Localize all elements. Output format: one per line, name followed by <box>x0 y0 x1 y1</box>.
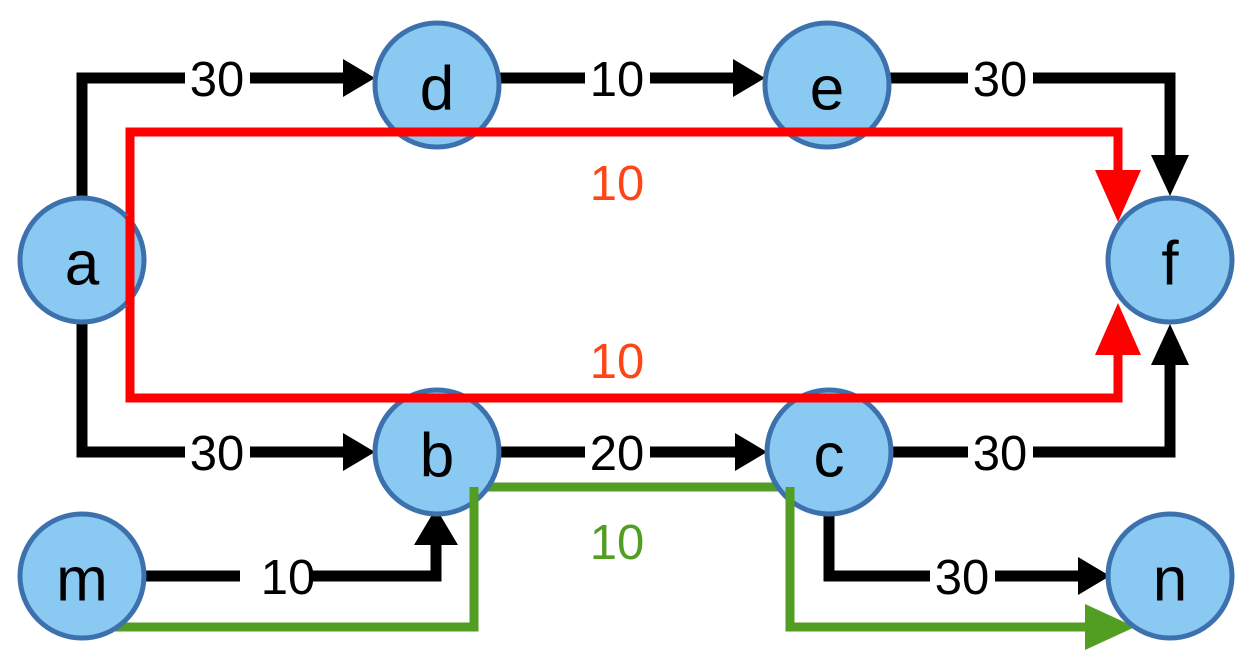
node-e-label: e <box>810 55 844 124</box>
node-b-circle <box>372 387 502 517</box>
edge-e-f-line <box>889 72 1176 155</box>
flow-label-red-upper: 10 <box>590 157 645 211</box>
node-f[interactable]: f <box>1105 195 1235 325</box>
node-f-label: f <box>1161 230 1179 299</box>
flow-path-red-upper-arrowhead <box>1095 170 1141 222</box>
edge-c-f[interactable]: 30 <box>891 324 1189 481</box>
edge-m-b-arrowhead <box>414 508 458 545</box>
node-c-label: c <box>814 422 845 491</box>
node-b[interactable]: b <box>372 387 502 517</box>
node-m[interactable]: m <box>17 511 147 641</box>
node-b-label: b <box>420 422 454 491</box>
edge-a-b-arrowhead <box>343 433 375 471</box>
flow-path-green-segment-1 <box>110 482 790 632</box>
edge-label-c-f: 30 <box>973 427 1028 481</box>
edge-c-n[interactable]: 30 <box>823 508 1110 605</box>
node-d-label: d <box>420 55 454 124</box>
edge-m-b-line <box>144 545 442 582</box>
edge-a-d-arrowhead <box>343 59 375 97</box>
node-e-circle <box>762 20 892 150</box>
node-n[interactable]: n <box>1105 511 1235 641</box>
flow-label-red-lower: 10 <box>590 335 645 389</box>
node-m-circle <box>17 511 147 641</box>
edge-label-b-c: 20 <box>590 427 645 481</box>
edge-a-b[interactable]: 30 <box>76 320 375 481</box>
edge-c-n-arrowhead <box>1078 557 1110 595</box>
node-f-circle <box>1105 195 1235 325</box>
edge-label-a-b: 30 <box>190 427 245 481</box>
edge-b-c-arrowhead <box>735 433 767 471</box>
node-a-circle <box>17 195 147 325</box>
edge-label-c-n: 30 <box>935 551 990 605</box>
node-c[interactable]: c <box>764 387 894 517</box>
edge-label-d-e: 10 <box>590 53 645 107</box>
node-a-label: a <box>65 230 100 299</box>
edge-d-e[interactable]: 10 <box>499 53 765 107</box>
flow-path-red-lower[interactable]: 10 <box>125 288 1141 403</box>
node-e[interactable]: e <box>762 20 892 150</box>
flow-path-red-lower-line <box>125 288 1123 403</box>
edge-a-d[interactable]: 30 <box>76 53 375 200</box>
edge-m-b[interactable]: 10 <box>144 508 458 605</box>
edge-c-n-line <box>823 508 1078 582</box>
edge-label-e-f: 30 <box>973 53 1028 107</box>
flow-path-red-lower-arrowhead <box>1095 303 1141 355</box>
edge-c-f-line <box>891 365 1176 458</box>
edge-e-f-arrowhead <box>1151 155 1189 196</box>
edge-a-b-line <box>76 320 343 458</box>
node-m-label: m <box>56 546 108 615</box>
flow-path-green-arrowhead <box>1085 604 1135 650</box>
node-d-circle <box>372 20 502 150</box>
edge-c-f-arrowhead <box>1151 324 1189 365</box>
node-d[interactable]: d <box>372 20 502 150</box>
node-a[interactable]: a <box>17 195 147 325</box>
edge-d-e-arrowhead <box>733 59 765 97</box>
edge-b-c[interactable]: 20 <box>499 427 767 481</box>
node-c-circle <box>764 387 894 517</box>
edge-e-f[interactable]: 30 <box>889 53 1189 196</box>
edge-label-a-d: 30 <box>190 53 245 107</box>
flow-path-red-upper[interactable]: 10 <box>125 127 1141 232</box>
flow-label-green: 10 <box>590 516 645 570</box>
flow-path-red-upper-line <box>125 127 1123 232</box>
node-n-circle <box>1105 511 1235 641</box>
edge-a-d-line <box>76 72 343 200</box>
node-n-label: n <box>1153 546 1187 615</box>
edge-label-m-b: 10 <box>261 551 316 605</box>
